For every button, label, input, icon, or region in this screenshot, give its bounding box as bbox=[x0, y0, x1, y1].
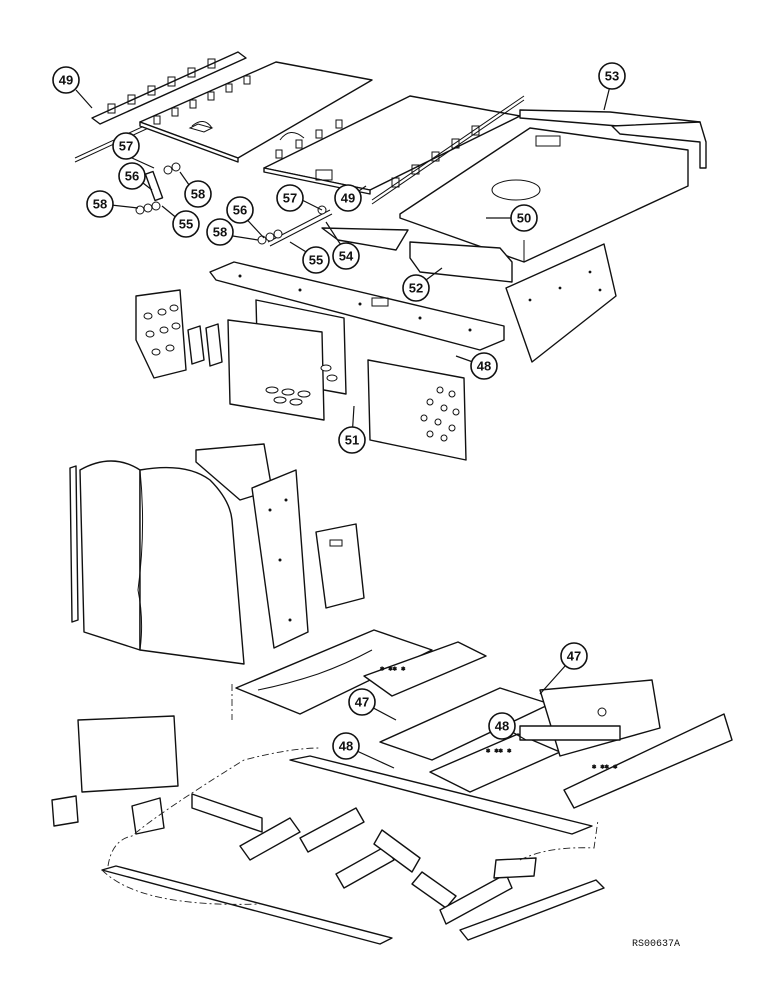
callout-label: 53 bbox=[605, 69, 619, 84]
callout-51: 51 bbox=[338, 426, 366, 454]
callout-56-left: 56 bbox=[118, 162, 146, 190]
middle-panel-pair bbox=[227, 299, 347, 421]
switch-panel bbox=[315, 523, 365, 609]
long-cross-beam bbox=[209, 261, 505, 351]
callout-54: 54 bbox=[332, 242, 360, 270]
callout-label: 58 bbox=[213, 225, 227, 240]
callout-label: 57 bbox=[283, 191, 297, 206]
svg-text:* ** *: * ** * bbox=[380, 666, 405, 674]
item-54-rod bbox=[267, 205, 333, 247]
left-hardware-group bbox=[135, 162, 283, 245]
callout-label: 51 bbox=[345, 433, 359, 448]
callout-label: 47 bbox=[567, 649, 581, 664]
callout-label: 48 bbox=[339, 739, 353, 754]
callout-48-lower-right: 48 bbox=[488, 712, 516, 740]
callout-label: 58 bbox=[93, 197, 107, 212]
callout-label: 49 bbox=[341, 191, 355, 206]
callout-55-left: 55 bbox=[172, 210, 200, 238]
middle-rod bbox=[371, 95, 525, 205]
callout-58-middle: 58 bbox=[206, 218, 234, 246]
angle-brackets bbox=[187, 323, 223, 367]
callout-label: 55 bbox=[309, 253, 323, 268]
callout-label: 50 bbox=[517, 211, 531, 226]
figure-reference: RS00637A bbox=[632, 939, 680, 950]
callout-58-left: 58 bbox=[86, 190, 114, 218]
callout-label: 57 bbox=[119, 139, 133, 154]
callout-48-upper: 48 bbox=[470, 352, 498, 380]
callout-label: 48 bbox=[495, 719, 509, 734]
callouts: 49 53 57 58 56 58 55 49 50 57 56 58 55 5… bbox=[52, 62, 626, 760]
callout-label: 49 bbox=[59, 73, 73, 88]
callout-label: 56 bbox=[125, 169, 139, 184]
right-side-plate bbox=[505, 243, 617, 363]
callout-57-middle: 57 bbox=[276, 184, 304, 212]
dashed-guide-lines bbox=[101, 684, 599, 905]
callout-label: 58 bbox=[191, 187, 205, 202]
tall-column bbox=[251, 469, 309, 649]
large-side-panel bbox=[79, 460, 245, 665]
item-52-bracket bbox=[321, 227, 513, 283]
top-right-cover bbox=[399, 109, 707, 263]
svg-text:* ** *: * ** * bbox=[486, 748, 511, 756]
callout-47-left: 47 bbox=[348, 688, 376, 716]
callout-56-middle: 56 bbox=[226, 196, 254, 224]
left-perforated-plate bbox=[135, 289, 187, 379]
vertical-strip bbox=[69, 465, 79, 623]
callout-label: 56 bbox=[233, 203, 247, 218]
callout-label: 52 bbox=[409, 281, 423, 296]
callout-53: 53 bbox=[598, 62, 626, 90]
bottom-frame bbox=[51, 715, 605, 945]
floor-plates: * ** * * ** * * ** * bbox=[235, 629, 733, 809]
svg-text:* ** *: * ** * bbox=[592, 764, 617, 772]
callout-label: 54 bbox=[339, 249, 354, 264]
right-perforated-panel bbox=[367, 359, 467, 461]
top-left-panel bbox=[139, 61, 373, 163]
callout-label: 55 bbox=[179, 217, 193, 232]
callout-49-middle: 49 bbox=[334, 184, 362, 212]
callout-57-left: 57 bbox=[112, 132, 140, 160]
callout-52: 52 bbox=[402, 274, 430, 302]
callout-label: 47 bbox=[355, 695, 369, 710]
callout-49-top: 49 bbox=[52, 66, 80, 94]
callout-55-middle: 55 bbox=[302, 246, 330, 274]
callout-label: 48 bbox=[477, 359, 491, 374]
callout-47-right: 47 bbox=[560, 642, 588, 670]
callout-58-upper: 58 bbox=[184, 180, 212, 208]
callout-48-lower-left: 48 bbox=[332, 732, 360, 760]
callout-50: 50 bbox=[510, 204, 538, 232]
